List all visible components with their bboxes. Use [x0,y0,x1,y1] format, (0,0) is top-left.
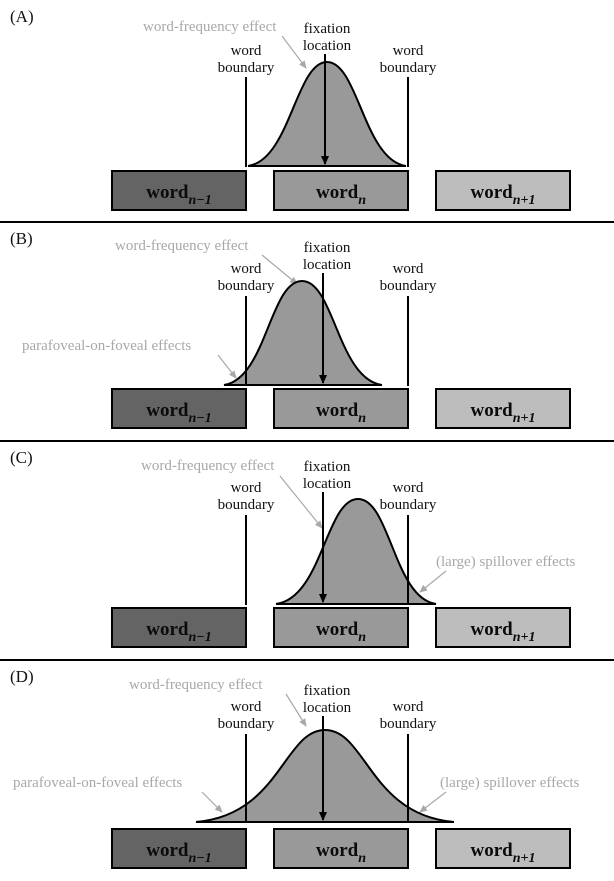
svg-text:wordn+1: wordn+1 [471,840,536,866]
word-boundary-left-2: boundary [218,497,275,513]
word-frequency-arrow [285,693,307,727]
fixation-label-2: location [303,38,352,54]
word-boundary-left-1: word [231,43,262,59]
fixation-label-1: fixation [304,240,351,256]
svg-text:wordn−1: wordn−1 [146,840,212,866]
panel-b-label: (B) [10,229,33,248]
word-boundary-left-2: boundary [218,716,275,732]
panel-c: (C) word-frequency effect fixation locat… [10,448,576,648]
spillover-label: (large) spillover effects [436,554,576,570]
panel-b: (B) word-frequency effect fixation locat… [10,229,571,429]
word-box-current: wordn [273,607,409,648]
pof-arrow [201,791,223,813]
word-box-prev: wordn−1 [111,828,247,869]
pof-arrow [217,354,237,379]
panel-a-label: (A) [10,7,34,26]
spillover-arrow [419,791,447,813]
svg-text:wordn: wordn [316,182,366,208]
svg-text:wordn−1: wordn−1 [146,182,212,208]
word-box-prev: wordn−1 [111,170,247,211]
word-boundary-right-2: boundary [380,278,437,294]
word-boundary-right-2: boundary [380,60,437,76]
word-frequency-label: word-frequency effect [141,458,275,474]
svg-text:wordn: wordn [316,619,366,645]
word-boundary-right-1: word [393,261,424,277]
word-box-next: wordn+1 [435,607,571,648]
panel-d: (D) word-frequency effect fixation locat… [10,667,580,869]
word-box-next: wordn+1 [435,828,571,869]
word-boundary-left-2: boundary [218,278,275,294]
word-box-prev: wordn−1 [111,388,247,429]
fixation-distribution-curve [195,728,455,823]
word-frequency-label: word-frequency effect [143,19,277,35]
spillover-label: (large) spillover effects [440,775,580,791]
word-frequency-arrow [281,35,307,69]
word-box-prev: wordn−1 [111,607,247,648]
svg-text:wordn: wordn [316,400,366,426]
word-box-next: wordn+1 [435,170,571,211]
svg-text:wordn+1: wordn+1 [471,400,536,426]
fixation-label-2: location [303,700,352,716]
panel-d-label: (D) [10,667,34,686]
fixation-label-1: fixation [304,459,351,475]
word-box-current: wordn [273,828,409,869]
svg-text:wordn+1: wordn+1 [471,619,536,645]
word-frequency-label: word-frequency effect [115,238,249,254]
svg-text:wordn: wordn [316,840,366,866]
panel-c-label: (C) [10,448,33,467]
word-boundary-right-2: boundary [380,716,437,732]
word-boundary-left-1: word [231,261,262,277]
svg-text:wordn+1: wordn+1 [471,182,536,208]
fixation-distribution-curve [247,60,407,167]
fixation-label-1: fixation [304,683,351,699]
word-frequency-arrow [279,475,323,529]
word-boundary-left-1: word [231,480,262,496]
pof-label: parafoveal-on-foveal effects [13,775,182,791]
word-boundary-right-2: boundary [380,497,437,513]
word-boundary-left-2: boundary [218,60,275,76]
word-boundary-right-1: word [393,480,424,496]
panel-a: (A) word-frequency effect fixation locat… [10,7,571,211]
spillover-arrow [419,570,447,593]
word-box-current: wordn [273,170,409,211]
fixation-distribution-curve [275,497,437,605]
fixation-label-2: location [303,257,352,273]
word-boundary-left-1: word [231,699,262,715]
fixation-label-1: fixation [304,21,351,37]
pof-label: parafoveal-on-foveal effects [22,338,191,354]
word-frequency-arrow [261,254,298,285]
word-boundary-right-1: word [393,699,424,715]
word-frequency-label: word-frequency effect [129,677,263,693]
fixation-distribution-curve [223,279,383,386]
svg-text:wordn−1: wordn−1 [146,619,212,645]
word-box-next: wordn+1 [435,388,571,429]
word-boundary-right-1: word [393,43,424,59]
word-box-current: wordn [273,388,409,429]
fixation-label-2: location [303,476,352,492]
svg-text:wordn−1: wordn−1 [146,400,212,426]
